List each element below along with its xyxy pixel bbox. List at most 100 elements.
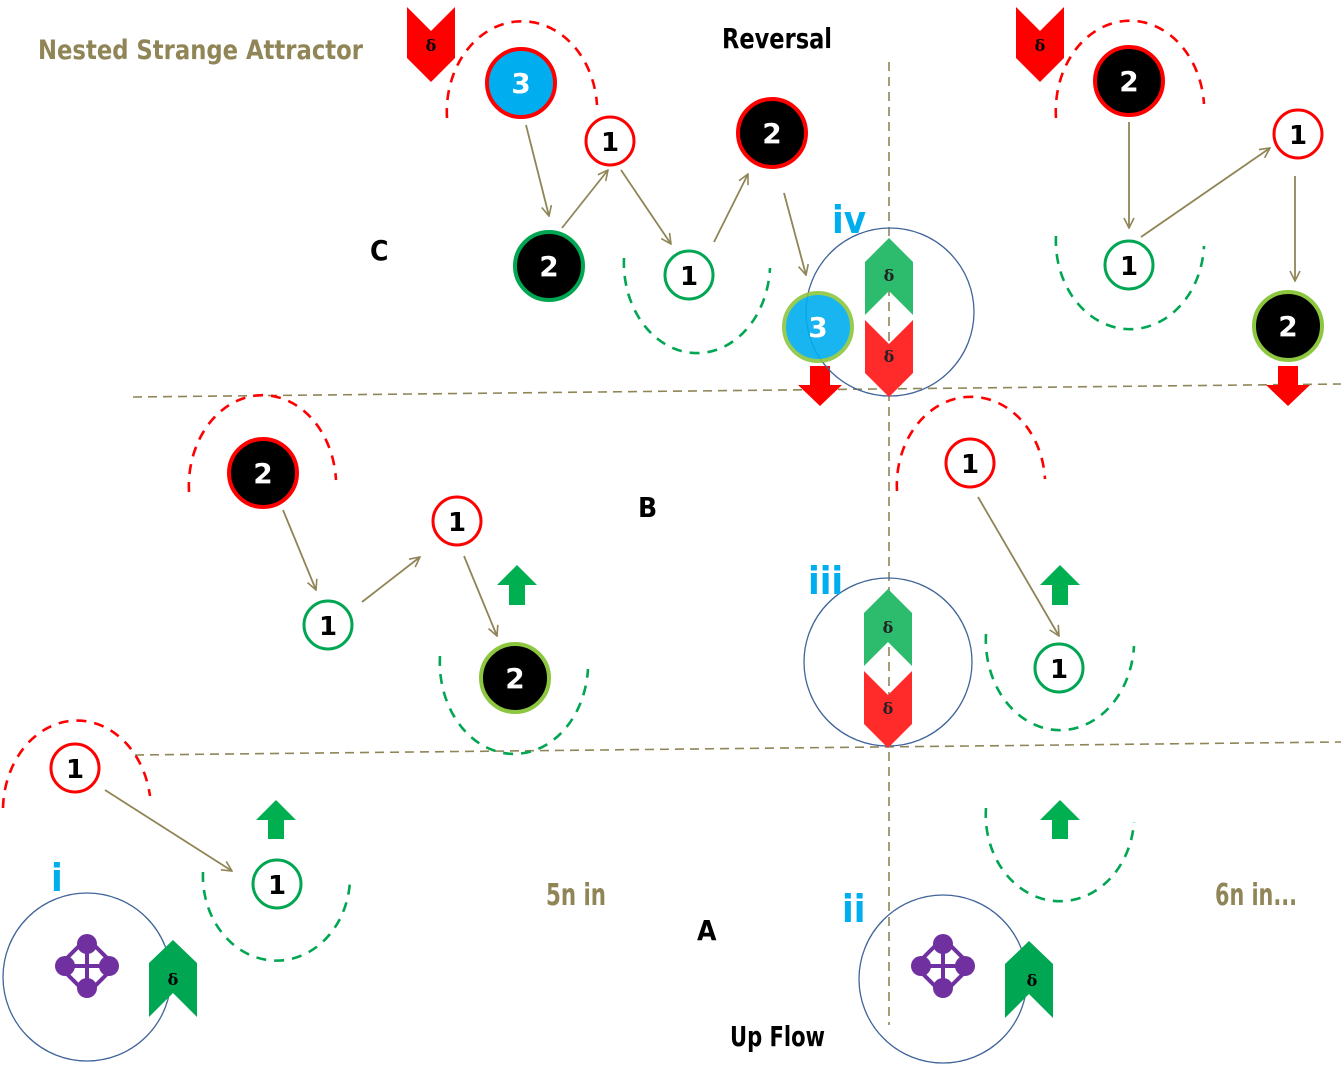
svg-text:1: 1	[601, 128, 619, 158]
node-c1: 3	[485, 47, 557, 119]
green-arc-c4	[622, 257, 772, 355]
edge-a1-a2	[104, 789, 232, 871]
svg-text:2: 2	[1119, 65, 1138, 98]
node-rb1: 1	[944, 437, 996, 489]
red-delta-badge-top-right: δ	[1016, 7, 1064, 82]
delta-symbol: δ	[883, 699, 894, 718]
attractor-arcs	[1, 19, 1206, 962]
edge-r2-r3	[1140, 148, 1270, 238]
node-c5: 2	[736, 97, 808, 169]
green-delta-badge-i: δ	[149, 940, 197, 1017]
network-hub-icon	[911, 934, 975, 998]
green-up-arrow-b	[497, 565, 537, 605]
label-up-flow: Up Flow	[730, 1020, 825, 1053]
node-b2: 1	[302, 599, 354, 651]
green-delta-badge-ii: δ	[1005, 941, 1053, 1018]
node-b1: 2	[227, 437, 299, 509]
edges	[104, 122, 1295, 871]
svg-text:2: 2	[762, 117, 781, 150]
delta-symbol: δ	[884, 266, 895, 285]
edge-c1-c2	[525, 124, 549, 216]
nodes: 3 2 1 1 2 3 2 1	[49, 45, 1324, 910]
node-rb2: 1	[1033, 642, 1085, 694]
red-arc-c1	[445, 19, 599, 119]
green-arc-rb2	[984, 633, 1136, 732]
node-b4: 2	[479, 642, 551, 714]
edge-c4-c5	[713, 174, 749, 243]
green-arc-a2	[201, 871, 352, 962]
svg-text:1: 1	[448, 508, 466, 538]
edge-c5-c6	[783, 192, 806, 275]
network-hub-icon	[55, 934, 119, 998]
red-arc-b1	[187, 393, 338, 493]
label-roman-iii: iii	[808, 559, 843, 603]
node-c3: 1	[584, 115, 636, 167]
node-r1: 2	[1093, 45, 1165, 117]
label-zone-c: C	[370, 234, 388, 267]
label-reversal: Reversal	[722, 22, 832, 55]
node-c4: 1	[663, 249, 715, 301]
node-c2: 2	[513, 230, 585, 302]
edge-b3-b4	[463, 555, 497, 636]
svg-text:2: 2	[505, 662, 524, 695]
svg-text:1: 1	[319, 612, 337, 642]
diagram-title: Nested Strange Attractor	[38, 35, 363, 66]
svg-text:1: 1	[66, 755, 84, 785]
node-a2: 1	[251, 858, 303, 910]
svg-text:1: 1	[961, 450, 979, 480]
delta-symbol: δ	[883, 618, 894, 637]
green-arc-b4	[438, 655, 590, 756]
red-arc-a1	[1, 719, 152, 809]
svg-text:1: 1	[268, 871, 286, 901]
up-arrows	[256, 565, 1080, 839]
divider-horizontal-upper	[132, 383, 1341, 398]
svg-text:3: 3	[511, 67, 530, 100]
green-up-arrow-a	[256, 800, 296, 839]
delta-symbol: δ	[426, 36, 437, 55]
label-5n-in: 5n in	[546, 878, 606, 913]
node-r2: 1	[1103, 239, 1155, 291]
svg-text:1: 1	[1050, 655, 1068, 685]
edge-b1-b2	[282, 509, 316, 590]
svg-text:1: 1	[1289, 121, 1307, 151]
svg-text:2: 2	[1278, 310, 1297, 343]
red-arc-r1	[1054, 19, 1206, 119]
edge-b2-b3	[361, 557, 420, 603]
label-zone-b: B	[638, 491, 657, 524]
svg-text:2: 2	[539, 250, 558, 283]
red-down-arrow-r4	[1266, 366, 1310, 406]
delta-pair-iii: δ δ	[864, 589, 912, 748]
svg-text:1: 1	[1120, 252, 1138, 282]
delta-symbol: δ	[168, 970, 179, 989]
svg-text:3: 3	[808, 311, 827, 344]
green-arc-r2	[1054, 235, 1206, 331]
red-arc-rb1	[895, 395, 1047, 492]
label-roman-i: i	[51, 856, 63, 900]
down-arrows	[798, 366, 1310, 406]
delta-pair-iv: δ δ	[865, 238, 913, 397]
red-down-arrow-c6	[798, 366, 842, 406]
label-roman-iv: iv	[832, 198, 866, 242]
grid-dividers	[132, 62, 1341, 1025]
delta-symbol: δ	[1027, 971, 1038, 990]
edge-rb1-rb2	[977, 496, 1059, 636]
edge-c3-c4	[620, 169, 671, 244]
node-a1: 1	[49, 742, 101, 794]
delta-symbol: δ	[884, 347, 895, 366]
svg-text:1: 1	[680, 262, 698, 292]
text-labels: Nested Strange Attractor Reversal C B A …	[38, 22, 1297, 1053]
node-c6: 3	[782, 291, 854, 363]
label-6n-in: 6n in...	[1215, 878, 1297, 913]
svg-text:2: 2	[253, 457, 272, 490]
delta-symbol: δ	[1035, 36, 1046, 55]
red-delta-badge-top-left: δ	[407, 7, 455, 82]
green-up-arrow-a-right	[1040, 800, 1080, 839]
green-up-arrow-rb	[1040, 565, 1080, 605]
node-r4: 2	[1252, 290, 1324, 362]
green-arc-empty	[984, 807, 1136, 903]
node-r3: 1	[1272, 108, 1324, 160]
node-b3: 1	[431, 495, 483, 547]
label-roman-ii: ii	[842, 887, 865, 931]
divider-horizontal-lower	[134, 741, 1341, 756]
